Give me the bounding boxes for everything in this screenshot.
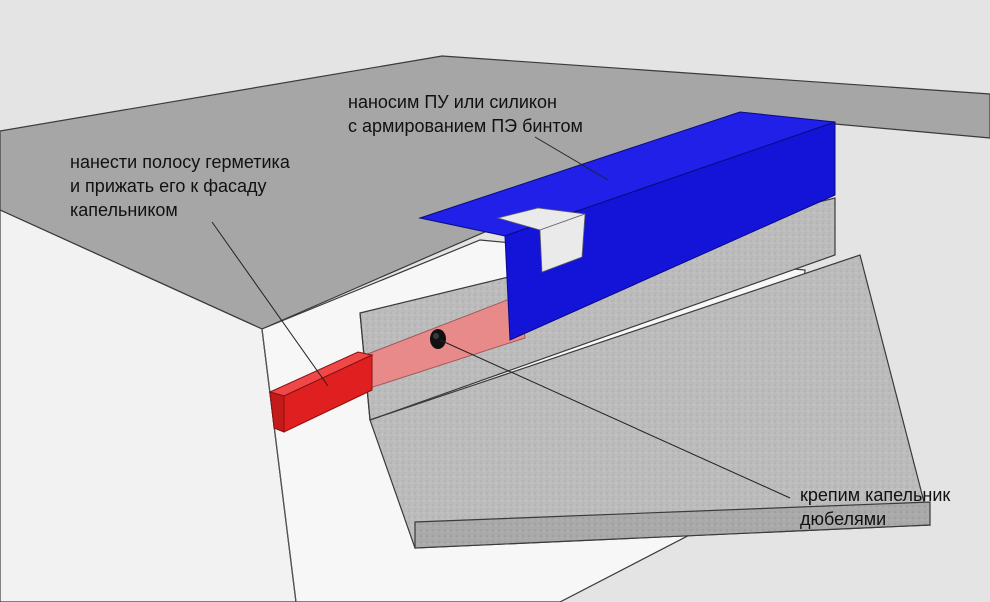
annotation-pu-line-2: с армированием ПЭ бинтом <box>348 116 583 136</box>
annotation-sealant-line-1: нанести полосу герметика <box>70 152 290 172</box>
drip-edge-flashing <box>359 197 931 549</box>
leader-lines <box>211 136 791 499</box>
annotation-dowels: крепим капельник дюбелями <box>800 483 950 531</box>
annotation-pu-silicone: наносим ПУ или силикон с армированием ПЭ… <box>348 90 583 138</box>
pu-silicone-band <box>418 111 836 341</box>
annotation-pu-line-1: наносим ПУ или силикон <box>348 92 557 112</box>
leader-line-sealant <box>211 221 329 387</box>
dowel <box>430 329 446 349</box>
annotation-dowels-line-1: крепим капельник <box>800 485 951 505</box>
sealant-strip-end-side <box>283 354 373 433</box>
wall-left-face <box>0 209 297 602</box>
annotation-sealant: нанести полосу герметика и прижать его к… <box>70 150 290 222</box>
annotation-dowels-line-2: дюбелями <box>800 509 887 529</box>
annotation-sealant-line-3: капельником <box>70 200 178 220</box>
annotation-sealant-line-2: и прижать его к фасаду <box>70 176 267 196</box>
pe-bandage-gap-front <box>539 213 586 273</box>
leader-line-pu <box>534 136 609 181</box>
flashing-drip-lip <box>414 501 931 549</box>
leader-line-dowels <box>439 339 791 499</box>
pu-band-front <box>504 121 836 341</box>
